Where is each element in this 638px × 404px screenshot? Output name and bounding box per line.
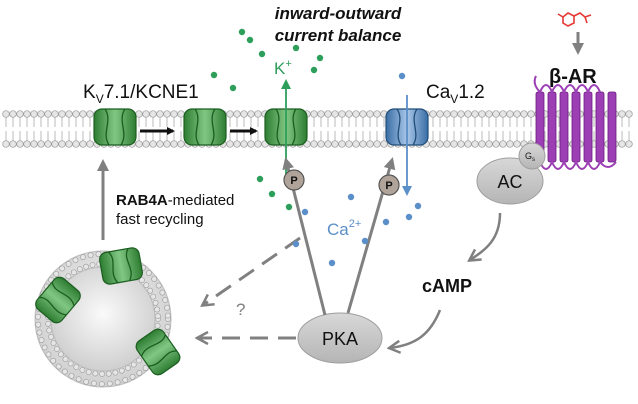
- pka-node: [297, 312, 383, 364]
- beta-ar-label: β-AR: [549, 66, 597, 88]
- phospho-kv: [283, 169, 305, 191]
- camp-to-pka-arrow: [390, 309, 442, 348]
- kv-channel-1: [93, 108, 137, 146]
- title-line-2: current balance: [275, 26, 402, 45]
- potassium-ions: [210, 28, 324, 211]
- camp-label: cAMP: [422, 276, 472, 296]
- ac-node: [476, 157, 544, 205]
- ligand-molecule-icon: [557, 12, 592, 27]
- pka-to-vesicle-dashed-1: [203, 236, 301, 305]
- title-line-1: inward-outward: [275, 4, 402, 23]
- question-mark: ?: [236, 300, 245, 319]
- gs-label: Gs: [525, 151, 535, 163]
- endosome-vesicle-icon: [34, 247, 181, 388]
- phospho-kv-label: P: [290, 175, 297, 187]
- kv-label: KV7.1/KCNE1: [83, 82, 199, 106]
- kv-channel-2: [183, 108, 227, 146]
- rab4a-label: RAB4A-mediated: [116, 192, 234, 209]
- gs-node: [518, 142, 546, 170]
- pka-label: PKA: [322, 329, 358, 349]
- phospho-cav: [378, 174, 400, 196]
- ac-label: AC: [497, 172, 522, 192]
- ca-ion-label: Ca2+: [327, 218, 361, 239]
- ca-label: CaV1.2: [426, 82, 485, 106]
- k-ion-label: K+: [274, 58, 292, 78]
- calcium-ions: [292, 72, 422, 267]
- recycling-label: fast recycling: [116, 211, 204, 228]
- phospho-cav-label: P: [385, 180, 392, 192]
- receptor-7tm-icon: [533, 75, 617, 170]
- ac-to-camp-arrow: [470, 212, 502, 260]
